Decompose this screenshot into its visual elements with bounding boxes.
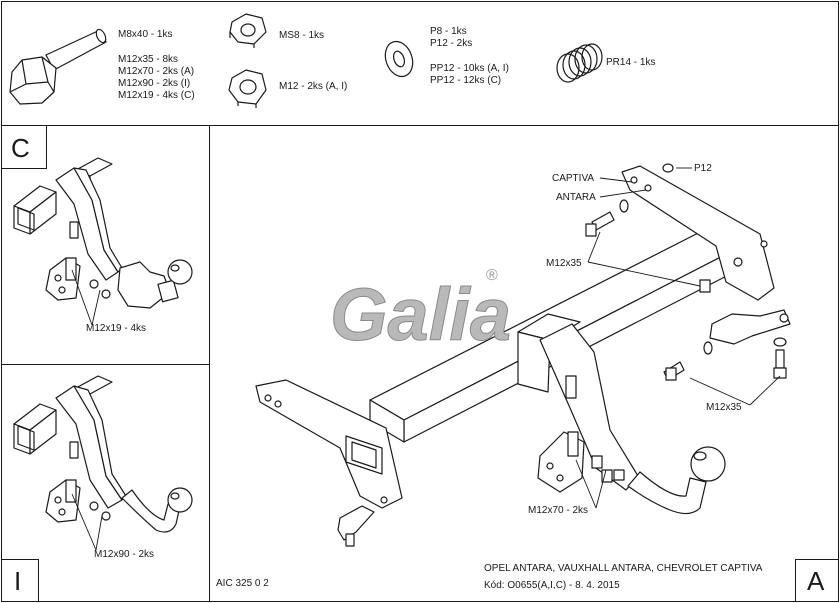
bolt-m8-icon bbox=[9, 28, 107, 105]
washer-icon bbox=[384, 40, 414, 78]
nut-m8-label: MS8 - 1ks bbox=[279, 30, 325, 41]
callout-captiva: CAPTIVA bbox=[552, 173, 595, 184]
washer-p-label-2: P12 - 2ks bbox=[430, 38, 473, 49]
callout-antara: ANTARA bbox=[556, 192, 596, 203]
spring-icon bbox=[556, 43, 603, 83]
bolt-m12-label-3: M12x90 - 2ks (I) bbox=[118, 78, 191, 89]
callout-m12x35-left: M12x35 bbox=[546, 258, 582, 269]
nut-m12-label: M12 - 2ks (A, I) bbox=[279, 81, 348, 92]
variant-i-drawing bbox=[13, 375, 193, 533]
callout-m12x35-right: M12x35 bbox=[706, 402, 742, 413]
vehicle-list: OPEL ANTARA, VAUXHALL ANTARA, CHEVROLET … bbox=[484, 563, 763, 574]
nut-m12-icon bbox=[228, 69, 267, 108]
washer-pp-label-2: PP12 - 12ks (C) bbox=[430, 75, 502, 86]
letter-box-c bbox=[1, 125, 47, 169]
spring-label: PR14 - 1ks bbox=[606, 57, 656, 68]
bolt-m12-label-4: M12x19 - 4ks (C) bbox=[118, 90, 195, 101]
letter-box-a bbox=[795, 559, 839, 602]
galia-logo: Galia bbox=[330, 273, 511, 356]
washer-p-label-1: P8 - 1ks bbox=[430, 26, 467, 37]
variant-c-drawing bbox=[13, 157, 193, 309]
bolt-m8-label: M8x40 - 1ks bbox=[118, 29, 173, 40]
letter-box-i bbox=[1, 559, 39, 602]
variant-c-bolt-label: M12x19 - 4ks bbox=[86, 323, 147, 334]
drawing-code: AIC 325 0 2 bbox=[216, 578, 269, 589]
callout-p12: P12 bbox=[694, 163, 712, 174]
variant-i-letter: I bbox=[14, 566, 22, 596]
bolt-m12-label-1: M12x35 - 8ks bbox=[118, 54, 179, 65]
variant-i-bolt-label: M12x90 - 2ks bbox=[94, 549, 155, 560]
nut-m8-icon bbox=[229, 13, 267, 48]
main-panel bbox=[209, 125, 839, 602]
kod-line: Kód: O0655(A,I,C) - 8. 4. 2015 bbox=[484, 580, 620, 591]
main-letter: A bbox=[807, 566, 825, 596]
bolt-m12-label-2: M12x70 - 2ks (A) bbox=[118, 66, 195, 77]
callout-m12x70: M12x70 - 2ks bbox=[528, 505, 589, 516]
variant-c-letter: C bbox=[11, 133, 30, 163]
logo-registered-mark: ® bbox=[486, 267, 498, 284]
main-drawing bbox=[255, 163, 791, 547]
washer-pp-label-1: PP12 - 10ks (A, I) bbox=[430, 63, 509, 74]
